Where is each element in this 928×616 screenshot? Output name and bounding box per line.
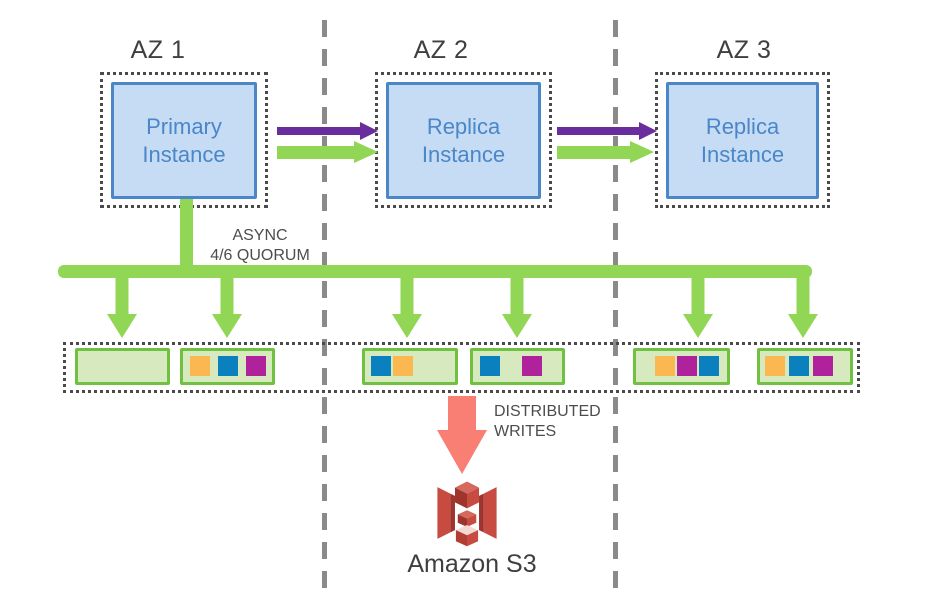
storage-node-5 (633, 348, 730, 385)
amazon-s3-icon (437, 481, 497, 547)
storage-segment-orange (655, 356, 675, 376)
replica-instance-node-2: Replica Instance (666, 82, 819, 199)
quorum-annotation: ASYNC 4/6 QUORUM (185, 226, 335, 266)
quorum-arrow-5 (683, 276, 713, 338)
quorum-arrow-2 (212, 276, 242, 338)
quorum-arrow-6 (788, 276, 818, 338)
replica-instance-node-1: Replica Instance (386, 82, 541, 199)
replica-instance-label-2: Replica Instance (700, 113, 785, 167)
az-divider-1 (322, 20, 327, 592)
az2-boundary: Replica Instance (375, 72, 552, 208)
storage-segment-blue (218, 356, 238, 376)
writes-annotation-line1: DISTRIBUTED (494, 403, 601, 420)
replication-arrow-green-2 (557, 141, 654, 163)
storage-segment-magenta (522, 356, 542, 376)
storage-segment-orange (190, 356, 210, 376)
storage-node-2 (180, 348, 275, 385)
az1-label: AZ 1 (130, 36, 186, 64)
replication-arrow-green-1 (277, 141, 378, 163)
s3-bucket (437, 481, 497, 547)
az3-boundary: Replica Instance (655, 72, 830, 208)
replica-instance-label-1: Replica Instance (421, 113, 506, 167)
storage-segment-blue (371, 356, 391, 376)
s3-write-arrow (437, 396, 487, 474)
distributed-writes-annotation: DISTRIBUTED WRITES (494, 402, 624, 442)
storage-segment-magenta (813, 356, 833, 376)
storage-layer-boundary (63, 342, 860, 393)
storage-node-3 (362, 348, 458, 385)
storage-segment-blue (699, 356, 719, 376)
quorum-arrow-1 (107, 276, 137, 338)
primary-instance-label: Primary Instance (142, 113, 226, 167)
storage-node-1 (75, 348, 170, 385)
quorum-fanout-arrows (58, 199, 818, 338)
quorum-arrow-3 (392, 276, 422, 338)
primary-instance-node: Primary Instance (111, 82, 257, 199)
storage-segment-blue (789, 356, 809, 376)
quorum-annotation-line2: 4/6 QUORUM (210, 247, 310, 264)
s3-label: Amazon S3 (407, 550, 537, 578)
storage-segment-orange (393, 356, 413, 376)
storage-node-6 (757, 348, 853, 385)
az2-label: AZ 2 (413, 36, 469, 64)
storage-segment-magenta (246, 356, 266, 376)
az1-boundary: Primary Instance (100, 72, 268, 208)
replication-arrow-purple-1 (277, 122, 378, 140)
storage-node-4 (470, 348, 565, 385)
storage-segment-orange (765, 356, 785, 376)
quorum-annotation-line1: ASYNC (232, 227, 288, 244)
storage-segment-magenta (677, 356, 697, 376)
writes-annotation-line2: WRITES (494, 423, 557, 440)
quorum-arrow-4 (502, 276, 532, 338)
az3-label: AZ 3 (716, 36, 772, 64)
replication-arrow-purple-2 (557, 122, 657, 140)
az-divider-2 (613, 20, 618, 592)
storage-segment-blue (480, 356, 500, 376)
